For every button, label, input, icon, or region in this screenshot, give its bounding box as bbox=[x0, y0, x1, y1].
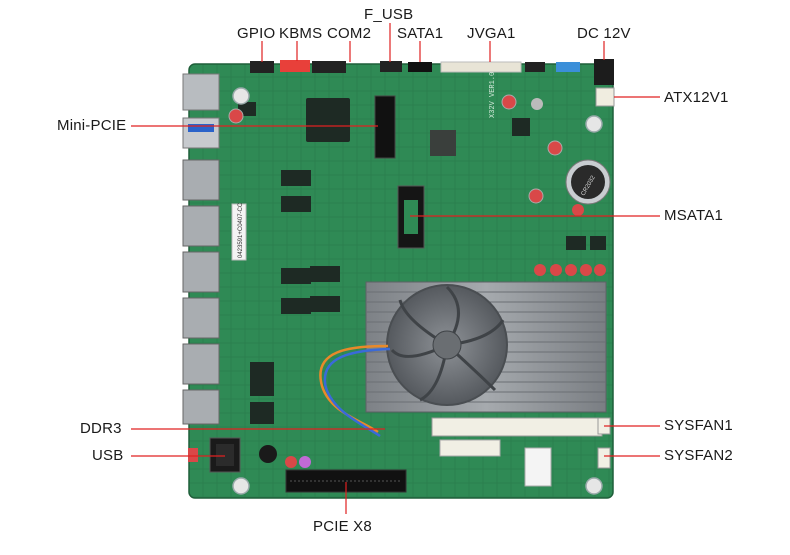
label-com2: COM2 bbox=[327, 25, 372, 42]
rear-io bbox=[182, 73, 220, 425]
ic-chips bbox=[238, 98, 606, 424]
leader-lines bbox=[131, 23, 660, 514]
serial-sticker bbox=[231, 203, 247, 261]
label-sysfan1: SYSFAN1 bbox=[664, 417, 733, 434]
label-usb: USB bbox=[92, 447, 124, 464]
msata-slot bbox=[397, 185, 425, 249]
fan-cable bbox=[319, 344, 391, 438]
silkscreen-model: X32V VER1.0 bbox=[489, 72, 497, 118]
label-sata1: SATA1 bbox=[397, 25, 444, 42]
fusb-header bbox=[380, 61, 402, 72]
mounting-holes bbox=[232, 87, 603, 495]
atx12v1-connector bbox=[595, 87, 615, 107]
jvga1-header bbox=[440, 61, 522, 73]
dc12v-jack bbox=[594, 59, 614, 85]
com2-header bbox=[312, 61, 346, 73]
pcie-x8-slot bbox=[285, 469, 407, 493]
sysfan-headers bbox=[597, 417, 611, 469]
kbms-header bbox=[280, 60, 310, 72]
gpio-header bbox=[250, 61, 274, 73]
label-jvga1: JVGA1 bbox=[467, 25, 516, 42]
label-kbms: KBMS bbox=[279, 25, 323, 42]
capacitors bbox=[228, 94, 606, 468]
sticker-serial: 0423591+C0407-CC bbox=[238, 202, 244, 258]
sata1-port bbox=[408, 62, 432, 72]
label-ddr3: DDR3 bbox=[80, 420, 122, 437]
label-mini-pcie: Mini-PCIE bbox=[57, 117, 127, 134]
label-atx12v1: ATX12V1 bbox=[664, 89, 729, 106]
cmos-battery bbox=[565, 159, 611, 205]
label-fusb: F_USB bbox=[364, 6, 414, 23]
cpu-heatsink bbox=[365, 281, 607, 413]
label-dc12v: DC 12V bbox=[577, 25, 631, 42]
label-sysfan2: SYSFAN2 bbox=[664, 447, 733, 464]
top-headers bbox=[250, 59, 615, 107]
label-gpio: GPIO bbox=[237, 25, 276, 42]
mini-pcie-slot bbox=[374, 95, 396, 159]
label-msata1: MSATA1 bbox=[664, 207, 723, 224]
front-usb bbox=[188, 437, 241, 473]
label-pcie-x8: PCIE X8 bbox=[313, 518, 372, 535]
